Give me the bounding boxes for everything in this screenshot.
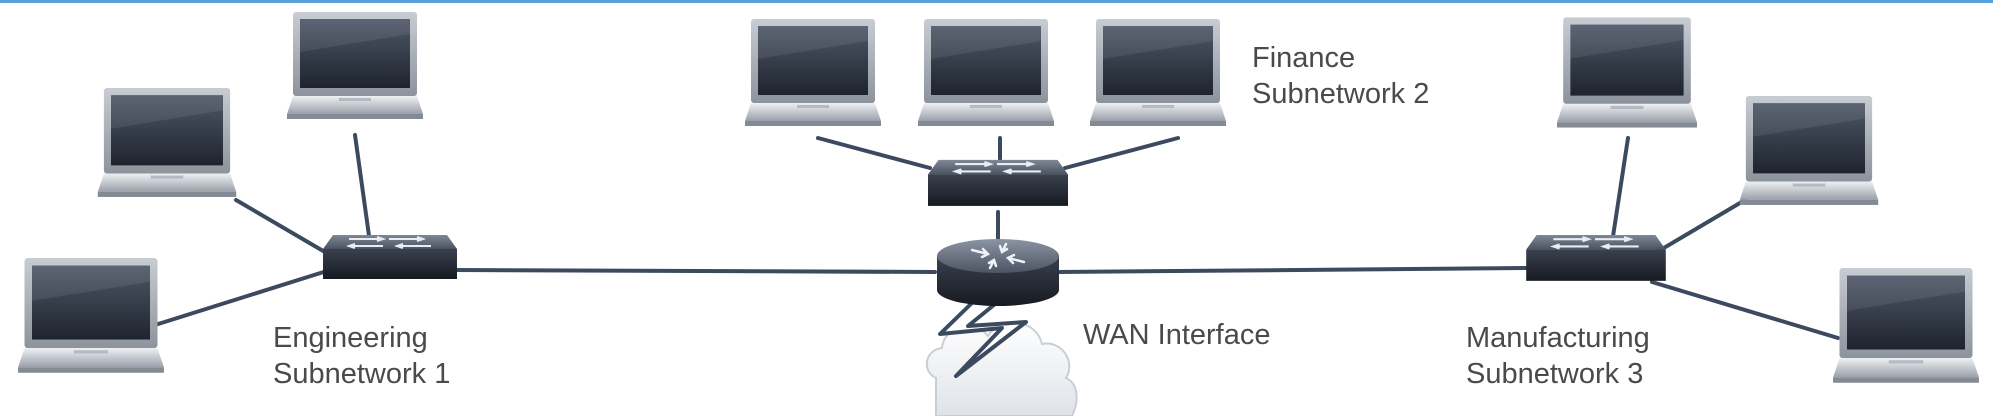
laptop-icon — [745, 19, 881, 126]
manufacturing-subnetwork-label: Manufacturing Subnetwork 3 — [1466, 320, 1650, 392]
laptop-icon — [97, 88, 237, 197]
network-links — [153, 133, 1840, 340]
laptop-icon — [918, 19, 1054, 126]
finance-subnetwork-label: Finance Subnetwork 2 — [1252, 40, 1429, 112]
switch-icon — [926, 158, 1070, 208]
link-backbone-right — [1056, 266, 1532, 274]
link-eng-laptop-top — [353, 133, 372, 245]
laptop-icon — [1090, 19, 1226, 126]
link-fin-laptop-left — [816, 136, 932, 170]
engineering-label-line2: Subnetwork 1 — [273, 358, 451, 390]
switch-icon — [1525, 233, 1667, 282]
manufacturing-label-line2: Subnetwork 3 — [1466, 358, 1644, 390]
wan-interface-label: WAN Interface — [1083, 319, 1271, 351]
router-icon — [937, 239, 1059, 306]
laptop-icon — [18, 258, 164, 373]
finance-label-line1: Finance — [1252, 42, 1356, 74]
laptop-icon — [1833, 268, 1979, 383]
link-eng-laptop-bottom — [153, 268, 332, 327]
top-border-line — [0, 0, 1993, 3]
link-fin-laptop-right — [1063, 136, 1180, 170]
link-eng-laptop-mid — [234, 198, 332, 257]
engineering-label-line1: Engineering — [273, 322, 428, 354]
laptop-icon — [287, 12, 423, 119]
switch-icon — [322, 234, 458, 280]
link-mfg-laptop-bottom — [1650, 280, 1840, 340]
link-mfg-laptop-mid — [1650, 198, 1747, 257]
laptop-icon — [1557, 17, 1697, 128]
finance-label-line2: Subnetwork 2 — [1252, 78, 1430, 110]
link-mfg-laptop-top — [1610, 136, 1630, 245]
laptop-icon — [1739, 96, 1879, 205]
link-backbone-left — [453, 268, 937, 274]
engineering-subnetwork-label: Engineering Subnetwork 1 — [273, 320, 450, 392]
manufacturing-label-line1: Manufacturing — [1466, 322, 1650, 354]
